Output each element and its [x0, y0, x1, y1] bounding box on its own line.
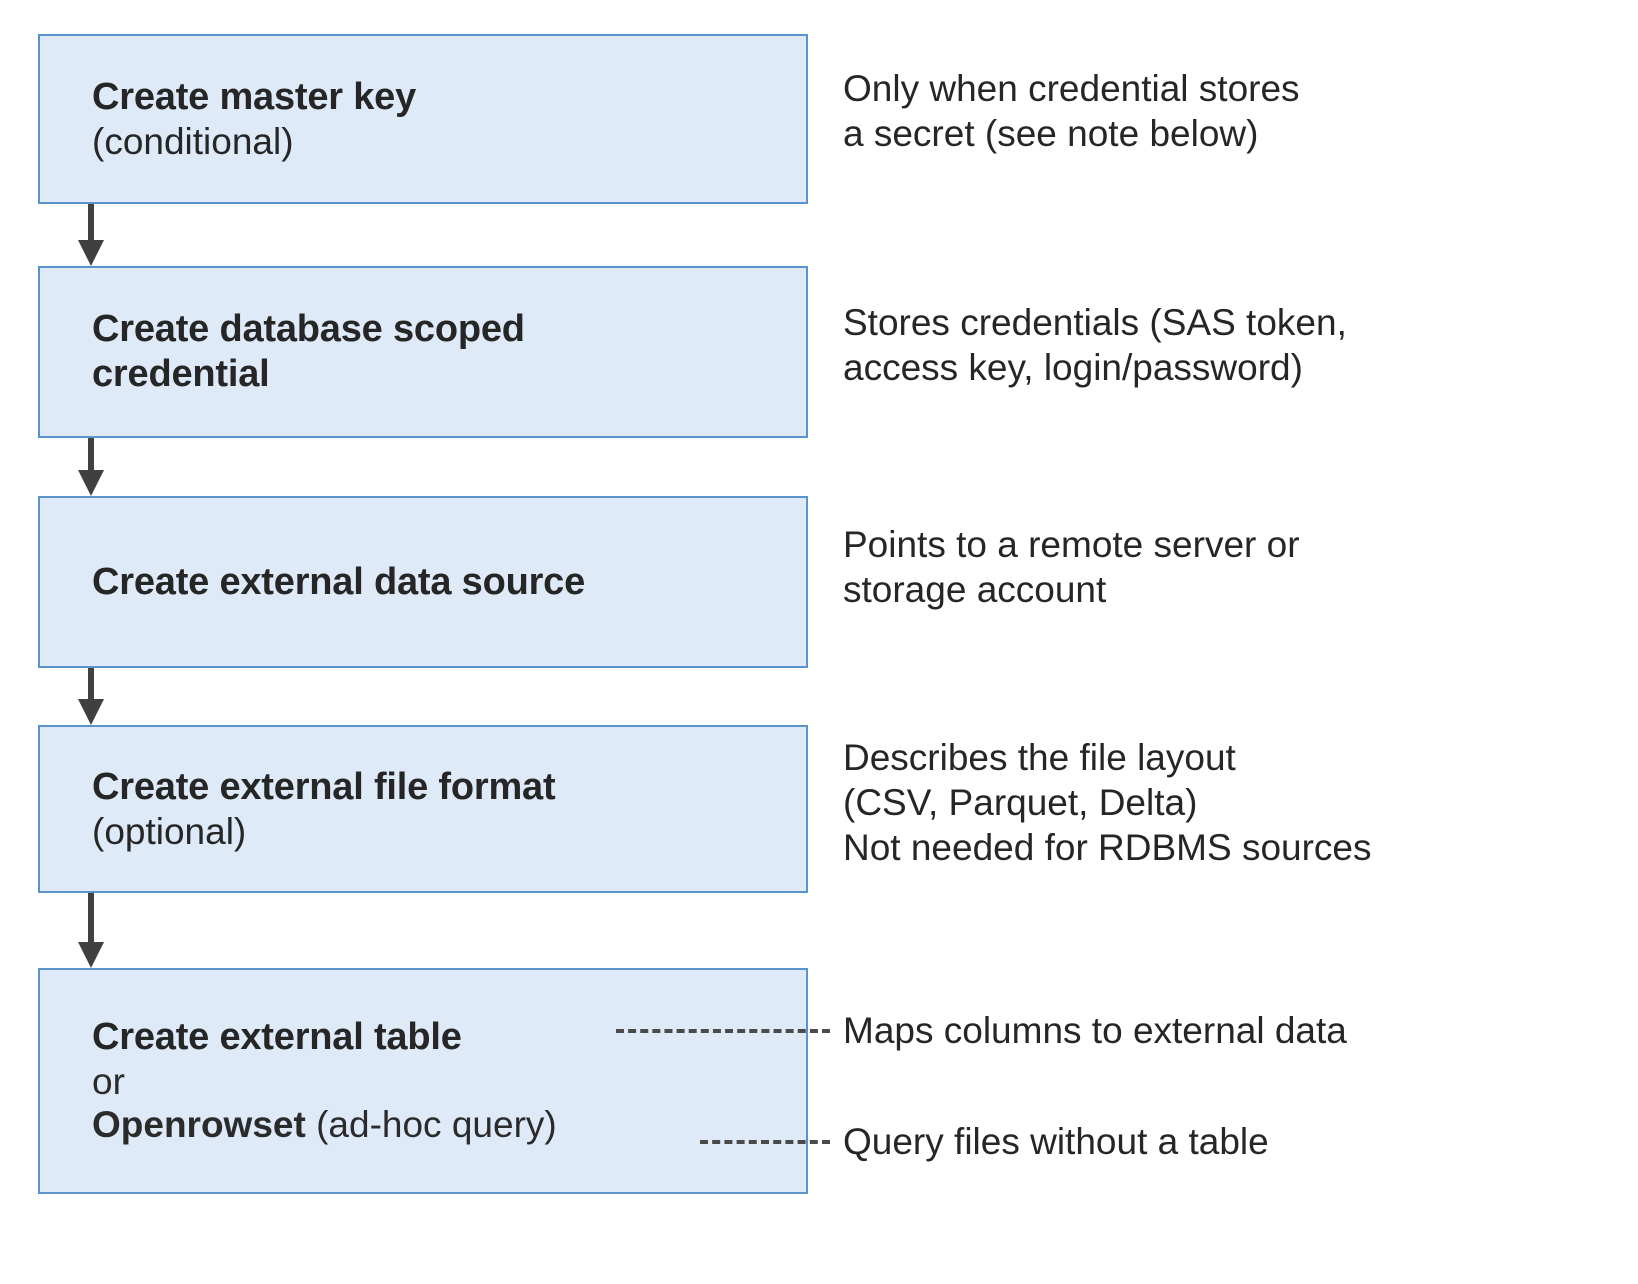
arrow-shaft: [88, 668, 94, 701]
step-title-openrowset-line: Openrowset (ad-hoc query): [92, 1103, 792, 1147]
arrow-head-icon: [78, 470, 104, 496]
note-create-external-file-format: Describes the file layout (CSV, Parquet,…: [843, 737, 1372, 869]
step-box-create-external-data-source[interactable]: Create external data source: [38, 496, 808, 668]
step-title-create-database-scoped-credential: Create database scoped credential: [92, 308, 525, 395]
arrow-shaft: [88, 893, 94, 944]
note-create-master-key: Only when credential stores a secret (se…: [843, 68, 1300, 155]
callout-query-files: Query files without a table: [843, 1121, 1269, 1162]
note-create-database-scoped-credential: Stores credentials (SAS token, access ke…: [843, 302, 1347, 389]
callout-maps-columns: Maps columns to external data: [843, 1010, 1347, 1051]
arrow-head-icon: [78, 942, 104, 968]
step-title-create-external-table: Create external table: [92, 1015, 462, 1058]
arrow-master-key-to-credential: [78, 204, 104, 266]
arrow-shaft: [88, 204, 94, 242]
step-label-or: or: [92, 1060, 125, 1102]
step-title-openrowset-suffix: (ad-hoc query): [305, 1104, 557, 1146]
arrow-data-source-to-file-format: [78, 668, 104, 725]
step-box-create-external-file-format[interactable]: Create external file format (optional): [38, 725, 808, 893]
step-box-create-external-table-or-openrowset[interactable]: Create external table or Openrowset (ad-…: [38, 968, 808, 1194]
step-title-create-external-data-source: Create external data source: [92, 560, 586, 603]
arrow-file-format-to-external-table: [78, 893, 104, 968]
step-title-create-master-key: Create master key: [92, 75, 417, 118]
step-box-create-master-key[interactable]: Create master key (conditional): [38, 34, 808, 204]
step-subtitle-create-master-key: (conditional): [92, 120, 294, 162]
dashed-connector-openrowset: [700, 1140, 830, 1144]
arrow-credential-to-data-source: [78, 438, 104, 496]
arrow-head-icon: [78, 240, 104, 266]
step-subtitle-create-external-file-format: (optional): [92, 810, 247, 852]
step-title-create-external-file-format: Create external file format: [92, 765, 556, 808]
dashed-connector-external-table: [616, 1029, 830, 1033]
arrow-shaft: [88, 438, 94, 472]
note-create-external-data-source: Points to a remote server or storage acc…: [843, 524, 1300, 611]
step-box-create-database-scoped-credential[interactable]: Create database scoped credential: [38, 266, 808, 438]
step-title-openrowset: Openrowset: [92, 1104, 306, 1146]
arrow-head-icon: [78, 699, 104, 725]
